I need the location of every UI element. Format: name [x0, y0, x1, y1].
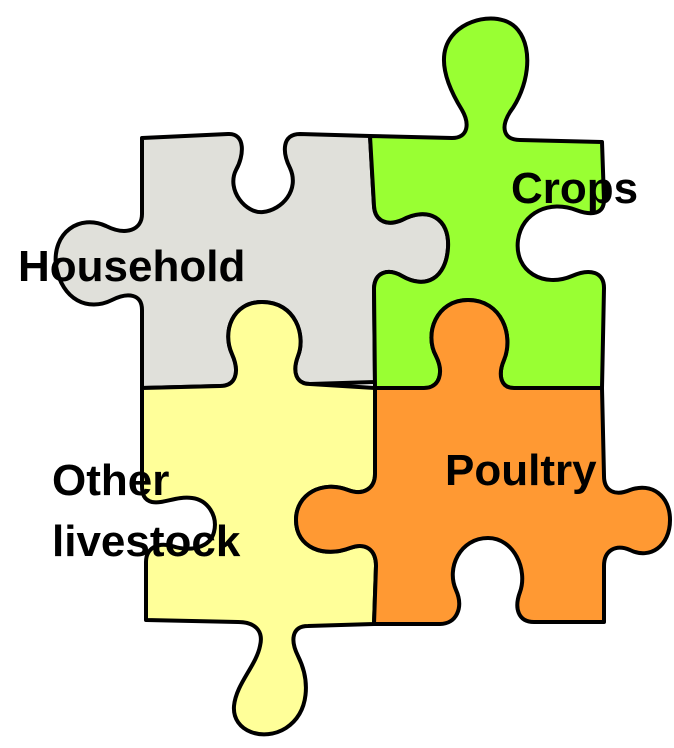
- other-livestock-label-line-2: livestock: [52, 517, 241, 566]
- household-label-line: Household: [18, 242, 245, 291]
- other-livestock-label-line-1: Other: [52, 456, 169, 505]
- crops-label-line: Crops: [511, 164, 638, 213]
- poultry-label: Poultry: [445, 446, 597, 495]
- poultry-label-line: Poultry: [445, 446, 597, 495]
- household-label: Household: [18, 242, 245, 291]
- crops-label: Crops: [511, 164, 638, 213]
